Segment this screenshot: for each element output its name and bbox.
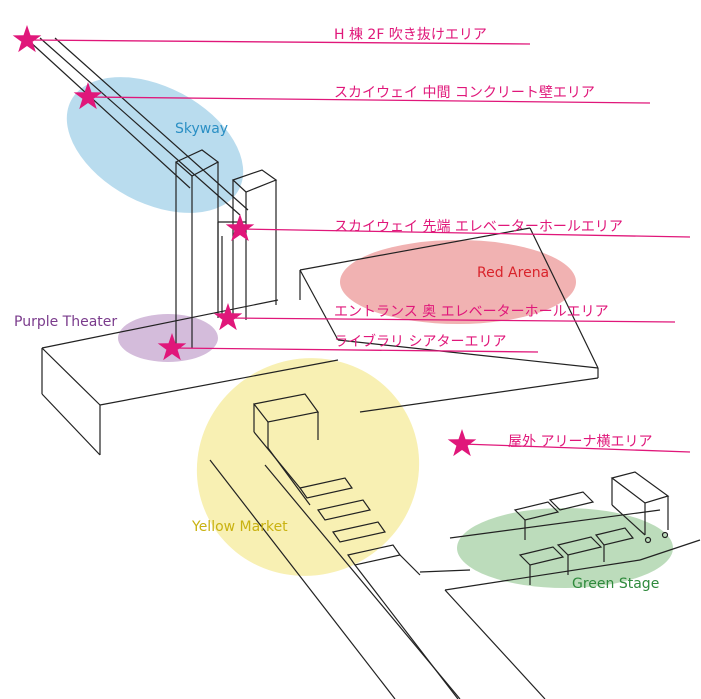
star-icon[interactable]: [447, 429, 477, 457]
red-arena-label: Red Arena: [477, 265, 549, 281]
star-icon[interactable]: [73, 82, 103, 110]
leader-line: [227, 317, 676, 323]
star-icon[interactable]: [225, 214, 255, 242]
spot-label-library: ライブラリ シアターエリア: [334, 333, 506, 350]
building-outline: [27, 37, 701, 699]
green-stage-label: Green Stage: [572, 576, 659, 592]
star-icon[interactable]: [12, 25, 42, 53]
star-markers: [12, 25, 477, 457]
spot-label-outdoor-arena: 屋外 アリーナ横エリア: [508, 434, 652, 450]
star-icon[interactable]: [157, 333, 187, 361]
skyway-label: Skyway: [175, 121, 228, 137]
purple-theater-zone[interactable]: [118, 314, 218, 362]
green-stage-zone[interactable]: [457, 508, 673, 588]
spot-label-entrance: エントランス 奥 エレベーターホールエリア: [334, 303, 609, 320]
purple-theater-label: Purple Theater: [14, 314, 117, 330]
leader-line: [87, 96, 651, 104]
leader-line: [171, 347, 539, 353]
spot-label-skyway-middle: スカイウェイ 中間 コンクリート壁エリア: [334, 85, 595, 101]
spot-label-skyway-tip: スカイウェイ 先端 エレベーターホールエリア: [334, 219, 623, 235]
yellow-market-label: Yellow Market: [191, 519, 288, 535]
leader-line: [27, 39, 531, 45]
red-arena-zone[interactable]: [340, 240, 576, 324]
spot-label-h-building: H 棟 2F 吹き抜けエリア: [334, 27, 487, 43]
leader-line: [461, 443, 691, 453]
leader-lines: [27, 39, 691, 453]
star-icon[interactable]: [213, 303, 243, 331]
leader-line: [239, 228, 691, 238]
yellow-market-zone[interactable]: [158, 319, 457, 615]
